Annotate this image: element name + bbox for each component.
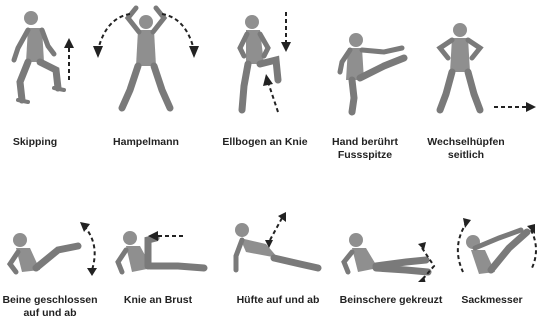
label-wechselhuepfen-seitlich: Wechselhüpfen seitlich — [420, 136, 512, 161]
label-huefte-auf-und-ab: Hüfte auf und ab — [228, 294, 328, 307]
label-beinschere-gekreuzt: Beinschere gekreuzt — [336, 294, 446, 307]
exercise-sackmesser — [440, 210, 539, 282]
label-beine-geschlossen: Beine geschlossen auf und ab — [0, 294, 100, 319]
jumping-jack-figure-icon — [84, 0, 208, 118]
jackknife-figure-icon — [445, 210, 539, 282]
label-hampelmann: Hampelmann — [103, 136, 189, 149]
label-hand-beruehrt-fussspitze: Hand berührt Fussspitze — [320, 136, 410, 161]
exercise-ellbogen-an-knie — [216, 0, 324, 118]
exercise-hand-beruehrt-fussspitze — [320, 0, 428, 118]
hip-lift-figure-icon — [216, 210, 334, 282]
exercise-beine-geschlossen — [0, 210, 108, 282]
label-skipping: Skipping — [0, 136, 70, 149]
elbow-to-knee-figure-icon — [220, 0, 320, 118]
hand-to-toe-figure-icon — [324, 0, 424, 118]
exercise-hampelmann — [84, 0, 192, 118]
exercise-knie-an-brust — [108, 210, 216, 282]
knee-to-chest-figure-icon — [108, 210, 216, 282]
exercise-beinschere-gekreuzt — [334, 210, 442, 282]
side-hop-figure-icon — [424, 0, 539, 118]
leg-raise-figure-icon — [0, 210, 108, 282]
scissor-legs-figure-icon — [334, 210, 442, 282]
exercise-wechselhuepfen-seitlich — [424, 0, 532, 118]
label-knie-an-brust: Knie an Brust — [113, 294, 203, 307]
label-sackmesser: Sackmesser — [452, 294, 532, 307]
exercise-huefte-auf-und-ab — [216, 210, 324, 282]
label-ellbogen-an-knie: Ellbogen an Knie — [210, 136, 320, 149]
